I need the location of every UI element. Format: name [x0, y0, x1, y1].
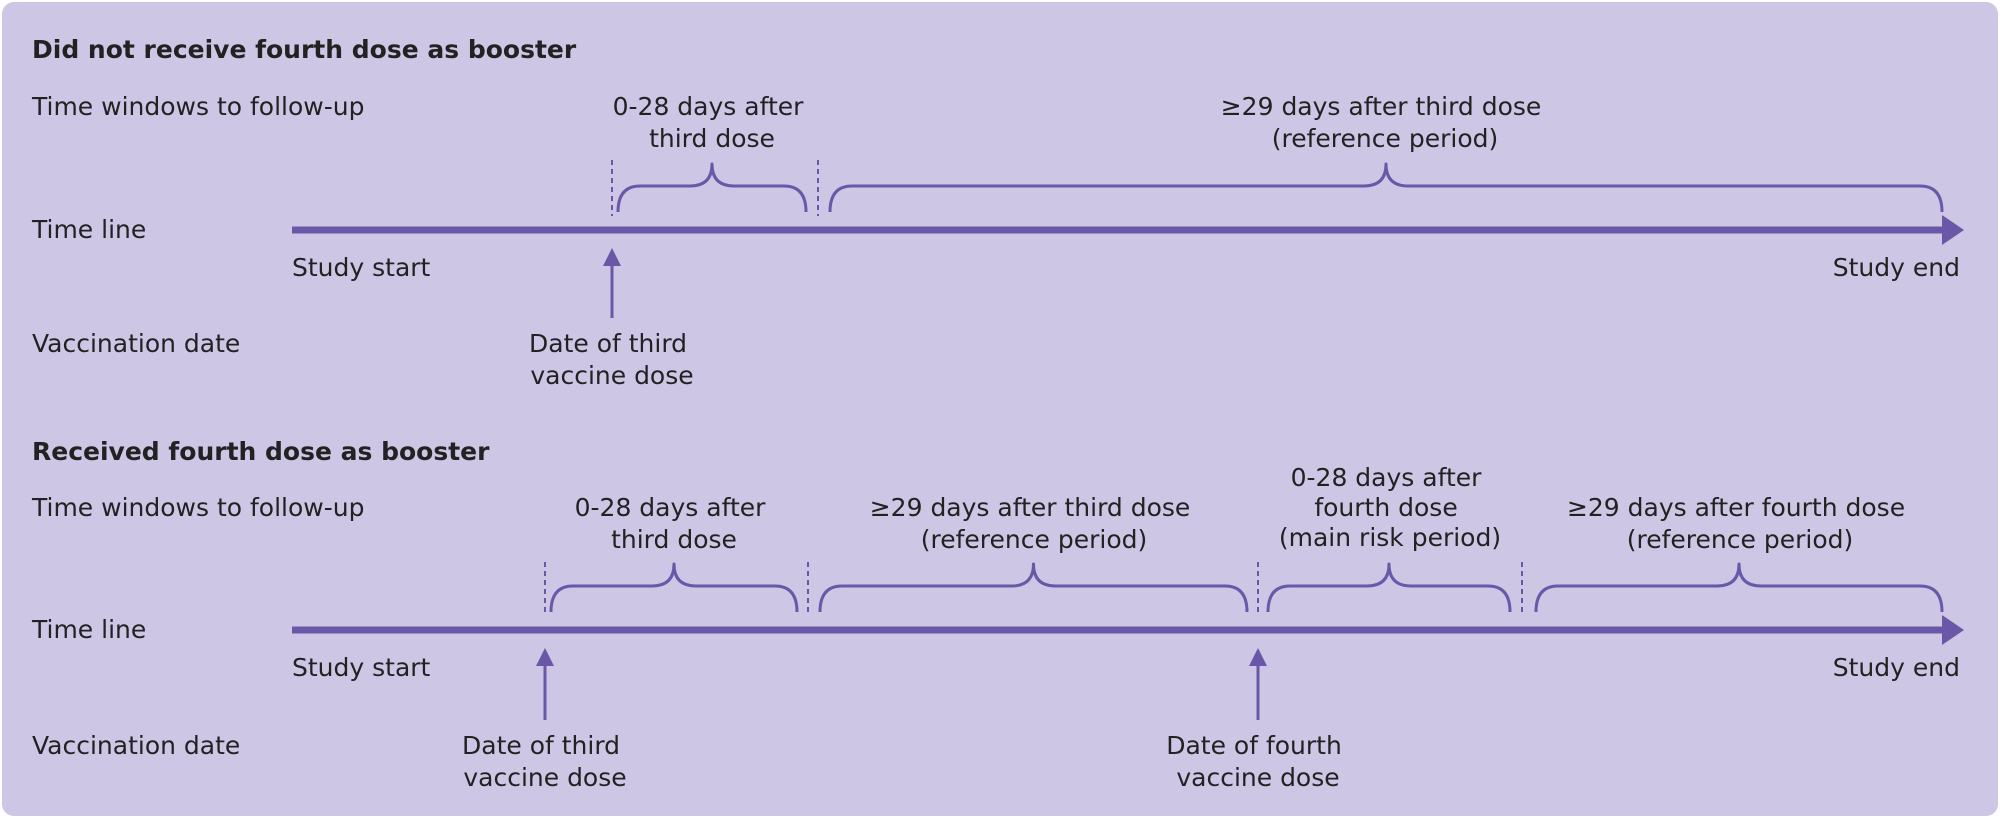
- row-label-windows: Time windows to follow-up: [31, 92, 364, 121]
- window-label-line: 0-28 days after: [1291, 463, 1483, 492]
- row-label-timeline: Time line: [31, 215, 146, 244]
- dose-label-line: Date of third: [462, 731, 620, 760]
- dose-label: Date of fourth vaccine dose: [1166, 731, 1350, 792]
- window-brace: [1534, 562, 1944, 613]
- window-label: ≥29 days after third dose (reference per…: [870, 493, 1199, 554]
- window-label-line: (reference period): [1272, 124, 1498, 153]
- row-label-timeline: Time line: [31, 615, 146, 644]
- dose-arrow: [603, 248, 621, 318]
- panel-no-fourth-dose: Did not receive fourth dose as booster T…: [31, 35, 1964, 390]
- study-end-label: Study end: [1833, 653, 1960, 682]
- window-label-line: 0-28 days after: [575, 493, 767, 522]
- panel-fourth-dose: Received fourth dose as booster Time win…: [31, 437, 1964, 792]
- row-label-vaccination: Vaccination date: [32, 731, 240, 760]
- window-label-line: (reference period): [921, 525, 1147, 554]
- window-label: 0-28 days after fourth dose (main risk p…: [1279, 463, 1501, 552]
- brace-path: [828, 162, 1944, 213]
- vaccination-marker: Date of third vaccine dose: [462, 648, 628, 792]
- window-label: 0-28 days after third dose: [613, 92, 812, 153]
- dose-label-line: vaccine dose: [530, 361, 693, 390]
- window-label: ≥29 days after third dose (reference per…: [1221, 92, 1550, 153]
- window-brace: [818, 562, 1249, 613]
- dose-label-line: Date of third: [529, 329, 687, 358]
- timeline-arrow: [292, 615, 1964, 645]
- brace-path: [818, 562, 1249, 613]
- window-brace: [1266, 562, 1512, 613]
- window-label-line: fourth dose: [1314, 493, 1457, 522]
- dose-label-line: vaccine dose: [463, 763, 626, 792]
- vaccination-marker: Date of third vaccine dose: [529, 248, 695, 390]
- panel-heading: Did not receive fourth dose as booster: [32, 35, 577, 64]
- row-label-windows: Time windows to follow-up: [31, 493, 364, 522]
- dose-arrowhead: [536, 648, 554, 666]
- dose-label-line: vaccine dose: [1176, 763, 1339, 792]
- window-label: 0-28 days after third dose: [575, 493, 774, 554]
- brace-path: [616, 162, 808, 213]
- window-dividers: [611, 160, 819, 216]
- dose-arrowhead: [603, 248, 621, 266]
- row-label-vaccination: Vaccination date: [32, 329, 240, 358]
- window-label-line: third dose: [611, 525, 737, 554]
- window-brace: [616, 162, 808, 213]
- brace-path: [1266, 562, 1512, 613]
- follow-up-window: 0-28 days after third dose: [549, 493, 799, 613]
- dose-arrow: [536, 648, 554, 720]
- dose-arrowhead: [1249, 648, 1267, 666]
- window-label-line: ≥29 days after third dose: [1221, 92, 1542, 121]
- dose-label: Date of third vaccine dose: [529, 329, 695, 390]
- window-label-line: ≥29 days after fourth dose: [1567, 493, 1905, 522]
- study-end-label: Study end: [1833, 253, 1960, 282]
- study-start-label: Study start: [292, 653, 431, 682]
- follow-up-window: ≥29 days after fourth dose (reference pe…: [1534, 493, 1944, 613]
- window-label-line: ≥29 days after third dose: [870, 493, 1191, 522]
- dose-label: Date of third vaccine dose: [462, 731, 628, 792]
- timeline-arrow: [292, 215, 1964, 245]
- timeline-arrowhead: [1942, 215, 1964, 245]
- follow-up-window: ≥29 days after third dose (reference per…: [818, 493, 1249, 613]
- window-label-line: 0-28 days after: [613, 92, 805, 121]
- window-label-line: third dose: [649, 124, 775, 153]
- window-brace: [549, 562, 799, 613]
- study-start-label: Study start: [292, 253, 431, 282]
- brace-path: [1534, 562, 1944, 613]
- follow-up-window: 0-28 days after fourth dose (main risk p…: [1266, 463, 1512, 613]
- window-brace: [828, 162, 1944, 213]
- dose-label-line: Date of fourth: [1166, 731, 1342, 760]
- vaccination-marker: Date of fourth vaccine dose: [1166, 648, 1350, 792]
- window-label-line: (main risk period): [1279, 523, 1501, 552]
- brace-path: [549, 562, 799, 613]
- panel-heading: Received fourth dose as booster: [32, 437, 490, 466]
- window-label: ≥29 days after fourth dose (reference pe…: [1567, 493, 1913, 554]
- dose-arrow: [1249, 648, 1267, 720]
- window-dividers: [544, 562, 1523, 616]
- timeline-arrowhead: [1942, 615, 1964, 645]
- follow-up-window: ≥29 days after third dose (reference per…: [828, 92, 1944, 213]
- window-label-line: (reference period): [1627, 525, 1853, 554]
- follow-up-window: 0-28 days after third dose: [613, 92, 812, 213]
